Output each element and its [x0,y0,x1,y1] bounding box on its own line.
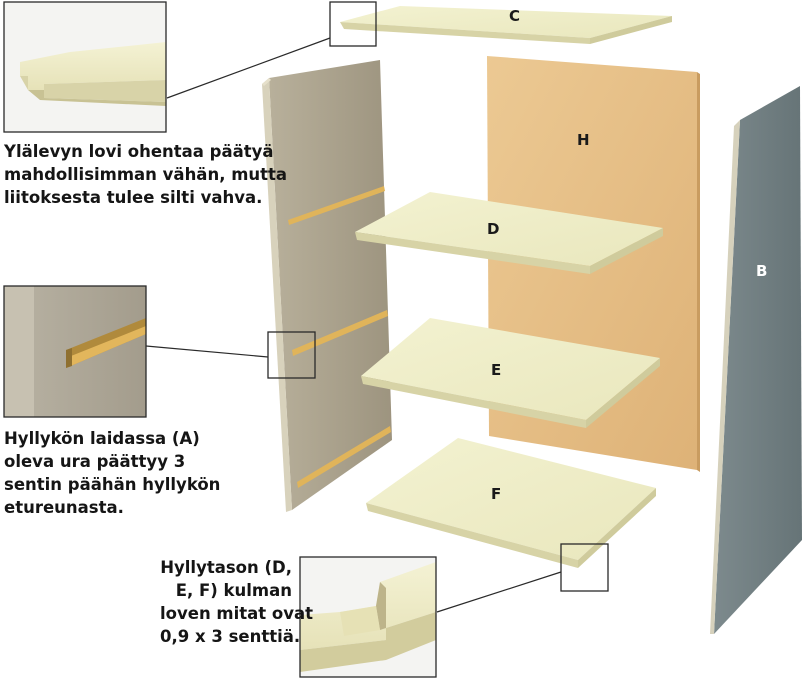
caption-line: etureunasta. [4,498,124,517]
caption-line: Hyllytason (D, [160,558,292,577]
callout-marker-middle [267,331,316,379]
part-label-h: H [577,131,590,149]
shelf-groove-2 [292,310,388,356]
callout-marker-top [329,1,377,47]
caption-bottom-notch: Hyllytason (D, E, F) kulman loven mitat … [160,556,314,648]
part-label-b: B [756,262,767,280]
zoom-box-middle-groove [3,285,147,418]
part-label-d: D [487,220,499,238]
caption-line: sentin päähän hyllykön [4,475,221,494]
shelf-groove-1 [288,186,385,225]
caption-line: liitoksesta tulee silti vahva. [4,188,263,207]
shelf-f [366,438,656,568]
caption-line: E, F) kulman [175,581,292,600]
part-label-e: E [491,361,501,379]
part-label-c: C [509,7,520,25]
leader-line-top [166,37,331,99]
zoom-box-top-notch [3,1,167,133]
caption-line: 0,9 x 3 senttiä. [160,627,301,646]
leader-line-middle [145,345,269,358]
top-board-c [340,6,672,44]
shelf-groove-3 [297,426,391,488]
shelf-e [361,318,660,428]
shelf-d [355,192,663,274]
left-side-panel [262,60,392,512]
caption-line: Hyllykön laidassa (A) [4,429,200,448]
callout-marker-bottom [560,543,609,592]
caption-line: Ylälevyn lovi ohentaa päätyä [4,142,274,161]
caption-line: loven mitat ovat [160,604,314,623]
right-side-panel-b [710,86,802,634]
zoom-box-bottom-notch [299,556,437,678]
caption-line: mahdollisimman vähän, mutta [4,165,288,184]
caption-top-notch: Ylälevyn lovi ohentaa päätyä mahdollisim… [4,140,287,209]
caption-middle-groove: Hyllykön laidassa (A) oleva ura päättyy … [4,427,220,519]
part-label-f: F [491,485,501,503]
leader-line-bottom [436,571,562,613]
caption-line: oleva ura päättyy 3 [4,452,186,471]
